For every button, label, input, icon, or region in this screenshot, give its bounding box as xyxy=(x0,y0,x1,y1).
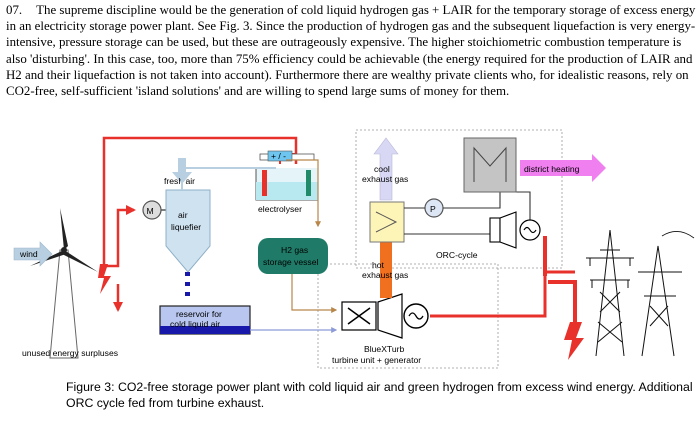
electricity-pylon-right xyxy=(638,246,682,356)
hot-exhaust-label-2: exhaust gas xyxy=(362,270,408,280)
wind-label: wind xyxy=(19,249,38,259)
condenser xyxy=(464,138,516,192)
wind-arrow: wind xyxy=(14,242,52,266)
turbine-label-2: turbine unit + generator xyxy=(332,355,421,365)
body-paragraph: 07.The supreme discipline would be the g… xyxy=(6,2,696,99)
electricity-pylon-left xyxy=(586,230,634,356)
hot-exhaust-label-1: hot xyxy=(372,260,385,270)
reservoir-for-cold-liquid-air: reservoir for cold liquid air xyxy=(160,306,250,334)
pump-label: P xyxy=(430,204,436,214)
cool-exhaust-label-1: cool xyxy=(374,164,390,174)
wind-turbine xyxy=(30,208,98,358)
electrolyser-label: electrolyser xyxy=(258,204,302,214)
cool-exhaust-label-2: exhaust gas xyxy=(362,174,408,184)
lightning-bolt xyxy=(564,322,584,360)
district-heating-label: district heating xyxy=(524,164,580,174)
power-cable xyxy=(662,231,694,238)
turbine-label-1: BlueXTurb xyxy=(364,344,405,354)
orc-turbine xyxy=(490,212,540,248)
paragraph-number: 07. xyxy=(6,3,22,17)
motor-label: M xyxy=(147,206,154,216)
unused-energy-label: unused energy surpluses xyxy=(22,348,118,358)
h2-label-2: storage vessel xyxy=(263,257,319,267)
storage-plant-diagram: wind unused energy surpluses M fresh air… xyxy=(0,126,700,376)
bluexturb-turbine: BlueXTurb turbine unit + generator xyxy=(332,294,428,365)
heat-exchanger xyxy=(370,202,404,242)
liquefier-label-1: air xyxy=(178,210,188,220)
h2-label-1: H2 gas xyxy=(281,245,308,255)
hydrogen-pipe-turbine xyxy=(292,274,336,310)
h2-storage-vessel: H2 gas storage vessel xyxy=(258,238,328,274)
liquid-drops xyxy=(185,272,190,296)
wind-lightning-bolt xyxy=(98,264,111,294)
paragraph-text: The supreme discipline would be the gene… xyxy=(6,3,695,98)
electrolyser-sign: + / - xyxy=(271,151,286,161)
liquefier-label-2: liquefier xyxy=(171,222,201,232)
figure-caption: Figure 3: CO2-free storage power plant w… xyxy=(66,380,696,411)
fresh-air-label: fresh air xyxy=(164,176,195,186)
orc-cycle-label: ORC-cycle xyxy=(436,250,478,260)
reservoir-label-1: reservoir for xyxy=(176,309,222,319)
reservoir-label-2: cold liquid air xyxy=(170,319,220,329)
